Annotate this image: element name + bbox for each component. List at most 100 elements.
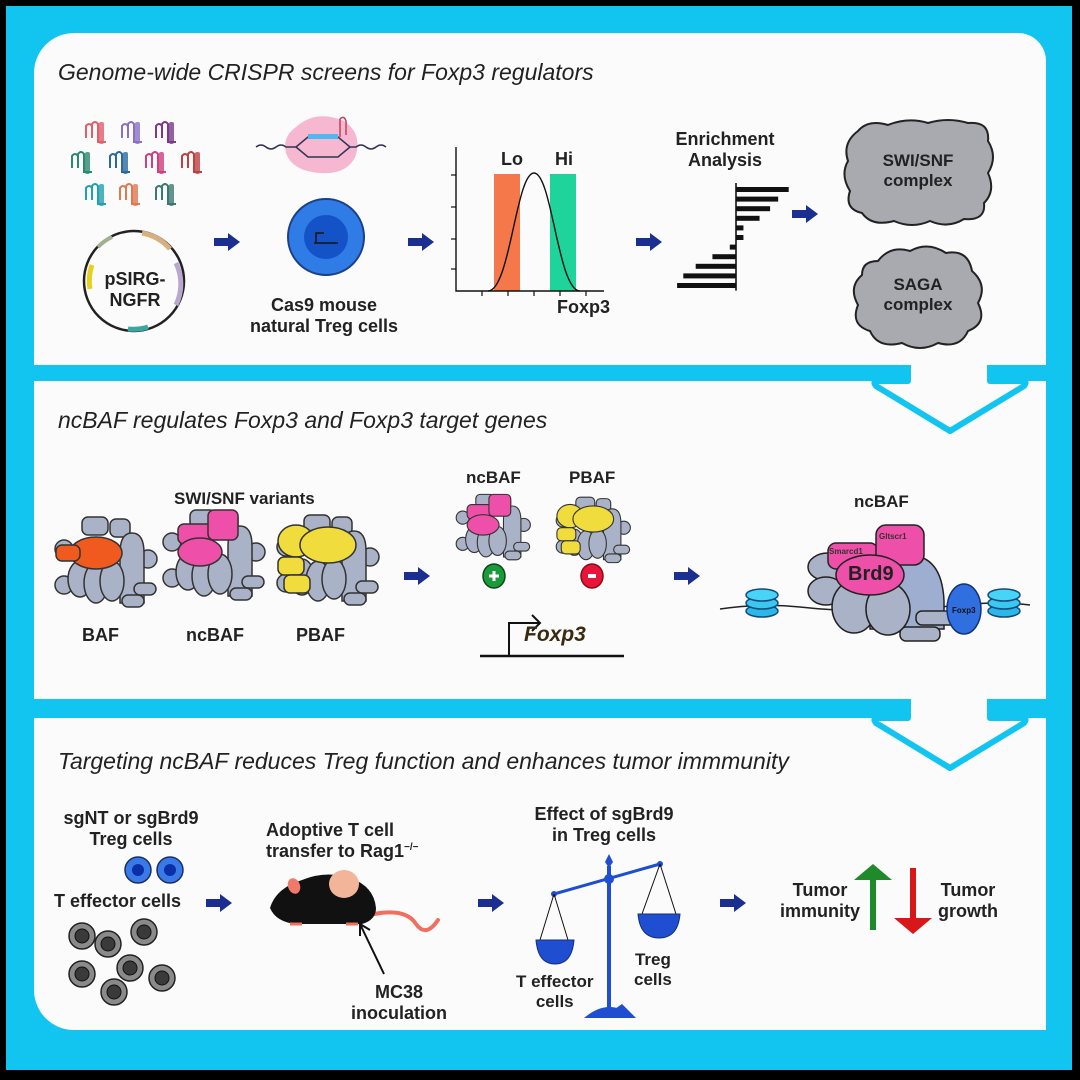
enrichment-bar (736, 196, 779, 202)
flow-arrow-icon (206, 894, 232, 912)
flow-arrow-icon (214, 233, 240, 251)
plasmid-label-line1: pSIRG- (104, 269, 166, 289)
enrichment-bar (736, 225, 744, 231)
t-effector-cell (100, 978, 128, 1006)
rag1-knockout-superscript: −/− (404, 841, 419, 853)
sgrna-library-icon (71, 121, 202, 206)
scale-left-label-line2: cells (535, 991, 574, 1011)
treg-cells-icon (124, 856, 184, 884)
enrichment-label: Enrichment Analysis (670, 129, 780, 170)
pbaf-small-icon (555, 496, 631, 564)
t-effector-cells-label: T effector cells (54, 891, 182, 911)
subunit (241, 575, 265, 589)
ncbaf-subunit (488, 493, 512, 517)
flow-arrow-icon (408, 233, 434, 251)
t-effector-cell (148, 964, 176, 992)
adoptive-transfer-label-line2: transfer to Rag1 (266, 840, 405, 861)
tumor-immunity-label-line2: immunity (780, 900, 861, 921)
panel-ncbaf-regulation: ncBAF regulates Foxp3 and Foxp3 target g… (34, 381, 1046, 699)
pbaf-subunit (556, 527, 577, 542)
subunit (229, 587, 253, 601)
tumor-immunity-label: Tumor immunity (780, 880, 860, 921)
up-arrow-icon (854, 864, 892, 930)
mc38-label: MC38 inoculation (344, 982, 454, 1023)
subunit (504, 550, 522, 561)
subunit (355, 580, 379, 594)
ncbaf-chromatin-icon (719, 524, 1031, 642)
pbaf-subunit (572, 505, 615, 533)
treg-cells-label-line2: Treg cells (89, 828, 173, 849)
plus-icon (482, 563, 506, 589)
lo-gate (494, 174, 520, 291)
mc38-label-line1: MC38 (374, 982, 423, 1002)
balance-scale-icon (535, 854, 681, 1018)
cas9-dna-icon (255, 116, 387, 174)
down-arrow-icon (894, 868, 932, 934)
hi-gate (550, 174, 576, 291)
plasmid-label: pSIRG- NGFR (100, 269, 170, 310)
hi-label: Hi (555, 149, 573, 169)
enrichment-bar (736, 235, 744, 240)
ncbaf-subunit (207, 509, 239, 541)
variants-heading: SWI/SNF variants (174, 489, 315, 508)
subunit (321, 558, 347, 600)
baf-subunit (55, 544, 81, 562)
tumor-growth-label-line2: growth (938, 900, 998, 921)
enrichment-bar (729, 244, 736, 250)
scale-left-label-line1: T effector (516, 972, 594, 991)
subunit (604, 553, 622, 564)
t-effector-cell (94, 930, 122, 958)
t-effector-cell (130, 918, 158, 946)
flow-arrow-icon (478, 894, 504, 912)
t-effector-cells-icon (68, 918, 176, 1006)
treg-cells-label: sgNT or sgBrd9 Treg cells (56, 808, 206, 849)
enrichment-bar (677, 283, 736, 288)
pbaf-subunit (560, 540, 581, 555)
sgrna-icon (145, 151, 166, 174)
nucleosome-icon (745, 588, 779, 618)
regulator-label: PBAF (569, 468, 616, 487)
subunit (513, 541, 531, 552)
enrichment-bar (683, 273, 736, 279)
enrichment-label-line1: Enrichment (675, 129, 775, 149)
enrichment-bar (695, 263, 736, 269)
flow-arrow-icon (404, 567, 430, 585)
panel-title: Genome-wide CRISPR screens for Foxp3 reg… (58, 59, 594, 85)
adoptive-transfer-label: Adoptive T cell transfer to Rag1−/− (266, 820, 419, 861)
scale-left-label: T effector cells (516, 972, 593, 1011)
sgrna-icon (109, 151, 130, 174)
enrichment-bar (736, 206, 771, 212)
plasmid-icon (82, 229, 186, 333)
foxp3-histogram (451, 147, 604, 296)
panel-tumor-immunity: Targeting ncBAF reduces Treg function an… (34, 718, 1046, 1030)
flow-arrow-icon (636, 233, 662, 251)
brd9-subunit (177, 537, 223, 567)
foxp3-protein-label: Foxp3 (952, 606, 976, 615)
t-effector-cell (68, 922, 96, 950)
enrichment-bar-plot (677, 183, 789, 291)
minus-icon (580, 563, 604, 589)
subunit (109, 518, 131, 538)
cas9-label: Cas9 mouse natural Treg cells (249, 295, 399, 336)
gltscr1-label: Gltscr1 (879, 532, 907, 541)
foxp3-axis-label: Foxp3 (557, 297, 611, 317)
plasmid-label-line2: NGFR (109, 289, 161, 310)
tumor-growth-label-line1: Tumor (940, 880, 996, 900)
pbaf-complex-icon (276, 514, 380, 606)
ncbaf-chromatin-heading: ncBAF (854, 492, 909, 511)
enrichment-bar (712, 254, 736, 260)
flow-arrow-icon (792, 205, 818, 223)
effect-label: Effect of sgBrd9 in Treg cells (534, 804, 674, 845)
sgrna-icon (121, 121, 142, 144)
nucleosome-icon (987, 588, 1021, 618)
sgrna-icon (71, 151, 92, 174)
t-effector-cell (116, 954, 144, 982)
inoculation-pointer-arrow (359, 923, 385, 975)
panel-crispr-screen: Genome-wide CRISPR screens for Foxp3 reg… (34, 33, 1046, 365)
adoptive-transfer-label-line1: Adoptive T cell (266, 820, 395, 840)
pbaf-subunit (277, 556, 305, 576)
scale-right-label: Treg cells (634, 950, 672, 989)
subunit (613, 544, 631, 555)
subunit (121, 594, 145, 608)
flow-arrow-icon (674, 567, 700, 585)
